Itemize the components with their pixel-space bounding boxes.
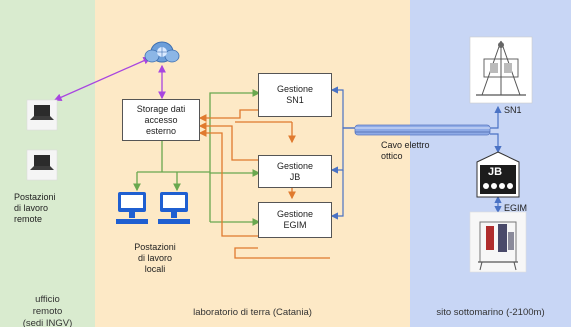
remote-zone-label: ufficio remoto (sedi INGV) [0,294,95,327]
blue-links [330,86,502,220]
management-jb-box: Gestione JB [258,155,332,188]
cable-label-line: Cavo elettro [381,140,430,150]
junction-box-icon [476,151,520,198]
orange-links [198,109,330,259]
storage-box-line: esterno [145,125,177,136]
laptop-icon [26,99,58,131]
local-workstations-line: locali [144,264,166,274]
egim-instrument-icon [469,211,527,273]
egim-box-line: EGIM [283,220,307,230]
sn1-box-line: Gestione [276,84,314,94]
sn1-label: SN1 [504,105,522,115]
lab-zone-label: laboratorio di terra (Catania) [193,307,312,318]
laptop-icon [26,149,58,181]
local-workstations-label: Postazioni di lavoro locali [127,242,183,275]
sn1-observatory-icon [469,36,533,104]
cable-label-line: ottico [381,151,403,161]
jb-icon-label: JB [488,166,503,178]
storage-external-access-box: Storage dati accesso esterno [122,99,200,141]
remote-zone-label-line: remoto [32,306,63,317]
green-links [133,89,261,226]
local-workstations-line: di lavoro [137,253,173,263]
sea-zone-label: sito sottomarino (-2100m) [436,307,545,318]
jb-box-line: JB [289,171,301,182]
remote-workstations-line: remote [14,214,43,224]
internet-cloud-icon [144,41,180,63]
jb-box-line: Gestione [276,160,314,171]
remote-zone-label-line: (sedi INGV) [22,318,73,327]
storage-box-line: Storage dati [136,103,186,114]
storage-box-line: accesso [144,114,178,125]
remote-zone-label-line: ufficio [35,294,60,305]
egim-box-line: Gestione [276,209,314,219]
remote-workstations-label: Postazioni di lavoro remote [14,192,76,225]
remote-workstations-line: di lavoro [14,203,49,213]
sn1-box-line: SN1 [286,95,304,105]
desktop-computer-icon [116,192,148,224]
local-workstations-line: Postazioni [134,242,176,252]
link-remote-to-internet [53,57,152,101]
cable-label: Cavo elettro ottico [381,140,441,162]
management-egim-box: Gestione EGIM [258,202,332,238]
remote-workstations-line: Postazioni [14,192,56,202]
management-sn1-box: Gestione SN1 [258,73,332,117]
submarine-cable [354,124,491,136]
desktop-computer-icon [158,192,190,224]
egim-label: EGIM [504,203,528,213]
